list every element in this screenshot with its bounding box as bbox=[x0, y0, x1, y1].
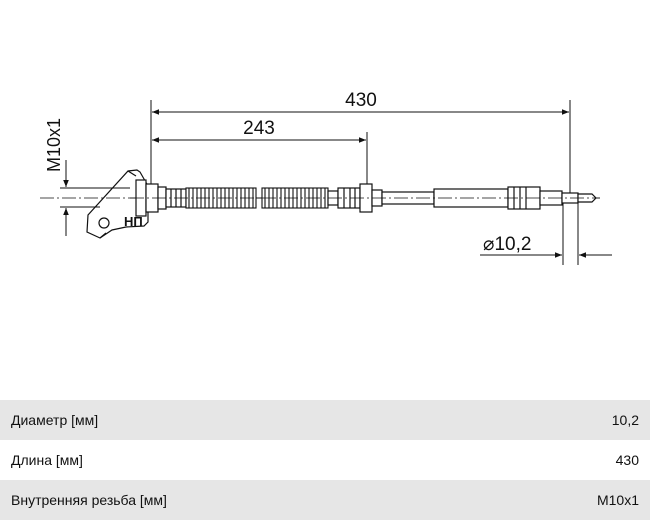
spec-label-length: Длина [мм] bbox=[11, 452, 83, 468]
spec-value-thread: M10x1 bbox=[596, 492, 639, 508]
dimension-total-label: 430 bbox=[345, 90, 377, 111]
spec-row-thread: Внутренняя резьба [мм] M10x1 bbox=[0, 480, 650, 520]
dimension-thread-label: M10x1 bbox=[44, 118, 64, 172]
spec-row-length: Длина [мм] 430 bbox=[0, 440, 650, 480]
dimension-diameter-label: ⌀10,2 bbox=[483, 234, 531, 255]
spec-table: Диаметр [мм] 10,2 Длина [мм] 430 Внутрен… bbox=[0, 400, 650, 520]
spec-value-length: 430 bbox=[615, 452, 639, 468]
spec-label-diameter: Диаметр [мм] bbox=[11, 412, 99, 428]
dimension-partial-label: 243 bbox=[243, 118, 275, 139]
brake-hose-drawing: 430 243 M10x1 ⌀10,2 НП bbox=[40, 90, 612, 265]
spec-value-diameter: 10,2 bbox=[611, 412, 639, 428]
bracket-mark: НП bbox=[124, 214, 143, 229]
spec-row-diameter: Диаметр [мм] 10,2 bbox=[0, 400, 650, 440]
spec-label-thread: Внутренняя резьба [мм] bbox=[11, 492, 167, 508]
